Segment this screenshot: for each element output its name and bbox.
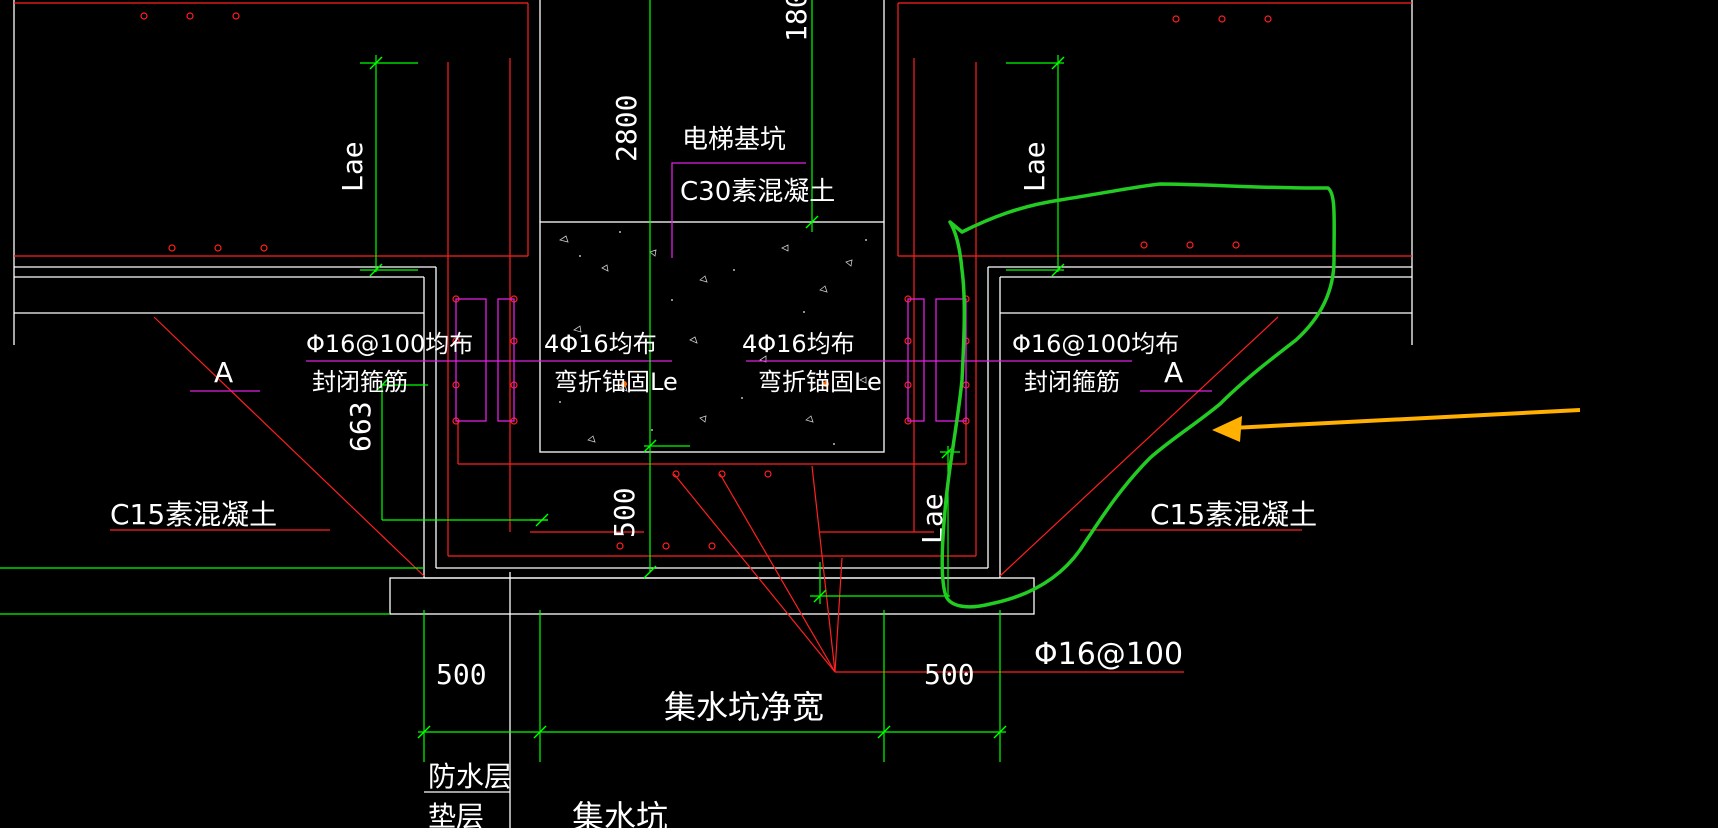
concrete-dots	[559, 231, 867, 445]
c15-left-label: C15素混凝土	[110, 498, 277, 531]
sump-width-label: 集水坑净宽	[664, 688, 824, 726]
c30-fill-label: C30素混凝土	[680, 177, 835, 207]
stirrups-and-leaders	[190, 162, 1212, 422]
lae-right-text: Lae	[1018, 141, 1051, 192]
rebar-leader-3	[811, 465, 836, 673]
waterproof-label: 防水层	[428, 760, 512, 793]
dim-2800-text: 2800	[610, 95, 643, 162]
left-stirrup-label: 封闭箍筋	[312, 368, 408, 396]
concrete-texture	[559, 235, 867, 443]
rebar-leader-1	[673, 473, 836, 673]
bottom-rebar-label: Φ16@100	[1034, 637, 1183, 672]
lae-left-text: Lae	[336, 141, 369, 192]
dim-500-left-text: 500	[436, 658, 487, 691]
annotation-text: 电梯基坑 C30素混凝土 Φ16@100均布 封闭箍筋 4Φ16均布 弯折锚固L…	[110, 125, 1317, 828]
pit-label-leader	[671, 162, 806, 258]
green-markup-outline	[940, 182, 1336, 609]
left-c15-slope	[153, 316, 425, 577]
cushion-label: 垫层	[428, 800, 484, 828]
right-rebar-label: Φ16@100均布	[1012, 330, 1179, 358]
right-stirrup-outer	[935, 298, 967, 422]
c30-fill-block	[539, 221, 885, 453]
pit-name-label: 电梯基坑	[682, 125, 786, 155]
dim-663-text: 663	[344, 401, 377, 452]
rebar-leader-4	[834, 557, 843, 673]
concrete-outlines	[13, 0, 1413, 828]
dim-500-mid-text: 500	[608, 487, 641, 538]
right-stirrup-inner	[907, 298, 925, 422]
rebar-lines	[14, 2, 1412, 673]
dim-1800-text: 1800	[780, 0, 813, 42]
anchor-markers	[621, 381, 829, 387]
section-a-left: A	[214, 356, 233, 389]
rebar-leader-2	[719, 473, 836, 673]
left-stirrup-outer	[455, 298, 487, 422]
c15-right-label: C15素混凝土	[1150, 498, 1317, 531]
dimension-ticks	[369, 56, 1065, 739]
right-stirrup-label: 封闭箍筋	[1024, 368, 1120, 396]
dimension-text: 1800 2800 Lae Lae 663 500 Lae 500 500	[336, 0, 1051, 691]
sump-title-label: 集水坑	[572, 798, 668, 828]
section-a-right: A	[1164, 356, 1183, 389]
orange-pointer-arrow	[1212, 408, 1581, 442]
left-rebar-label: Φ16@100均布	[306, 330, 473, 358]
left-mid-rebar-label: 4Φ16均布	[544, 330, 657, 358]
right-anchor-label: 弯折锚固Le	[758, 368, 882, 396]
cushion-layer	[389, 577, 1035, 615]
arrow-head	[1212, 416, 1242, 442]
arrow-shaft	[1231, 408, 1581, 430]
right-mid-rebar-label: 4Φ16均布	[742, 330, 855, 358]
dim-500-right-text: 500	[924, 658, 975, 691]
left-anchor-label: 弯折锚固Le	[554, 368, 678, 396]
left-stirrup-inner	[497, 298, 515, 422]
right-c15-slope	[999, 316, 1279, 577]
